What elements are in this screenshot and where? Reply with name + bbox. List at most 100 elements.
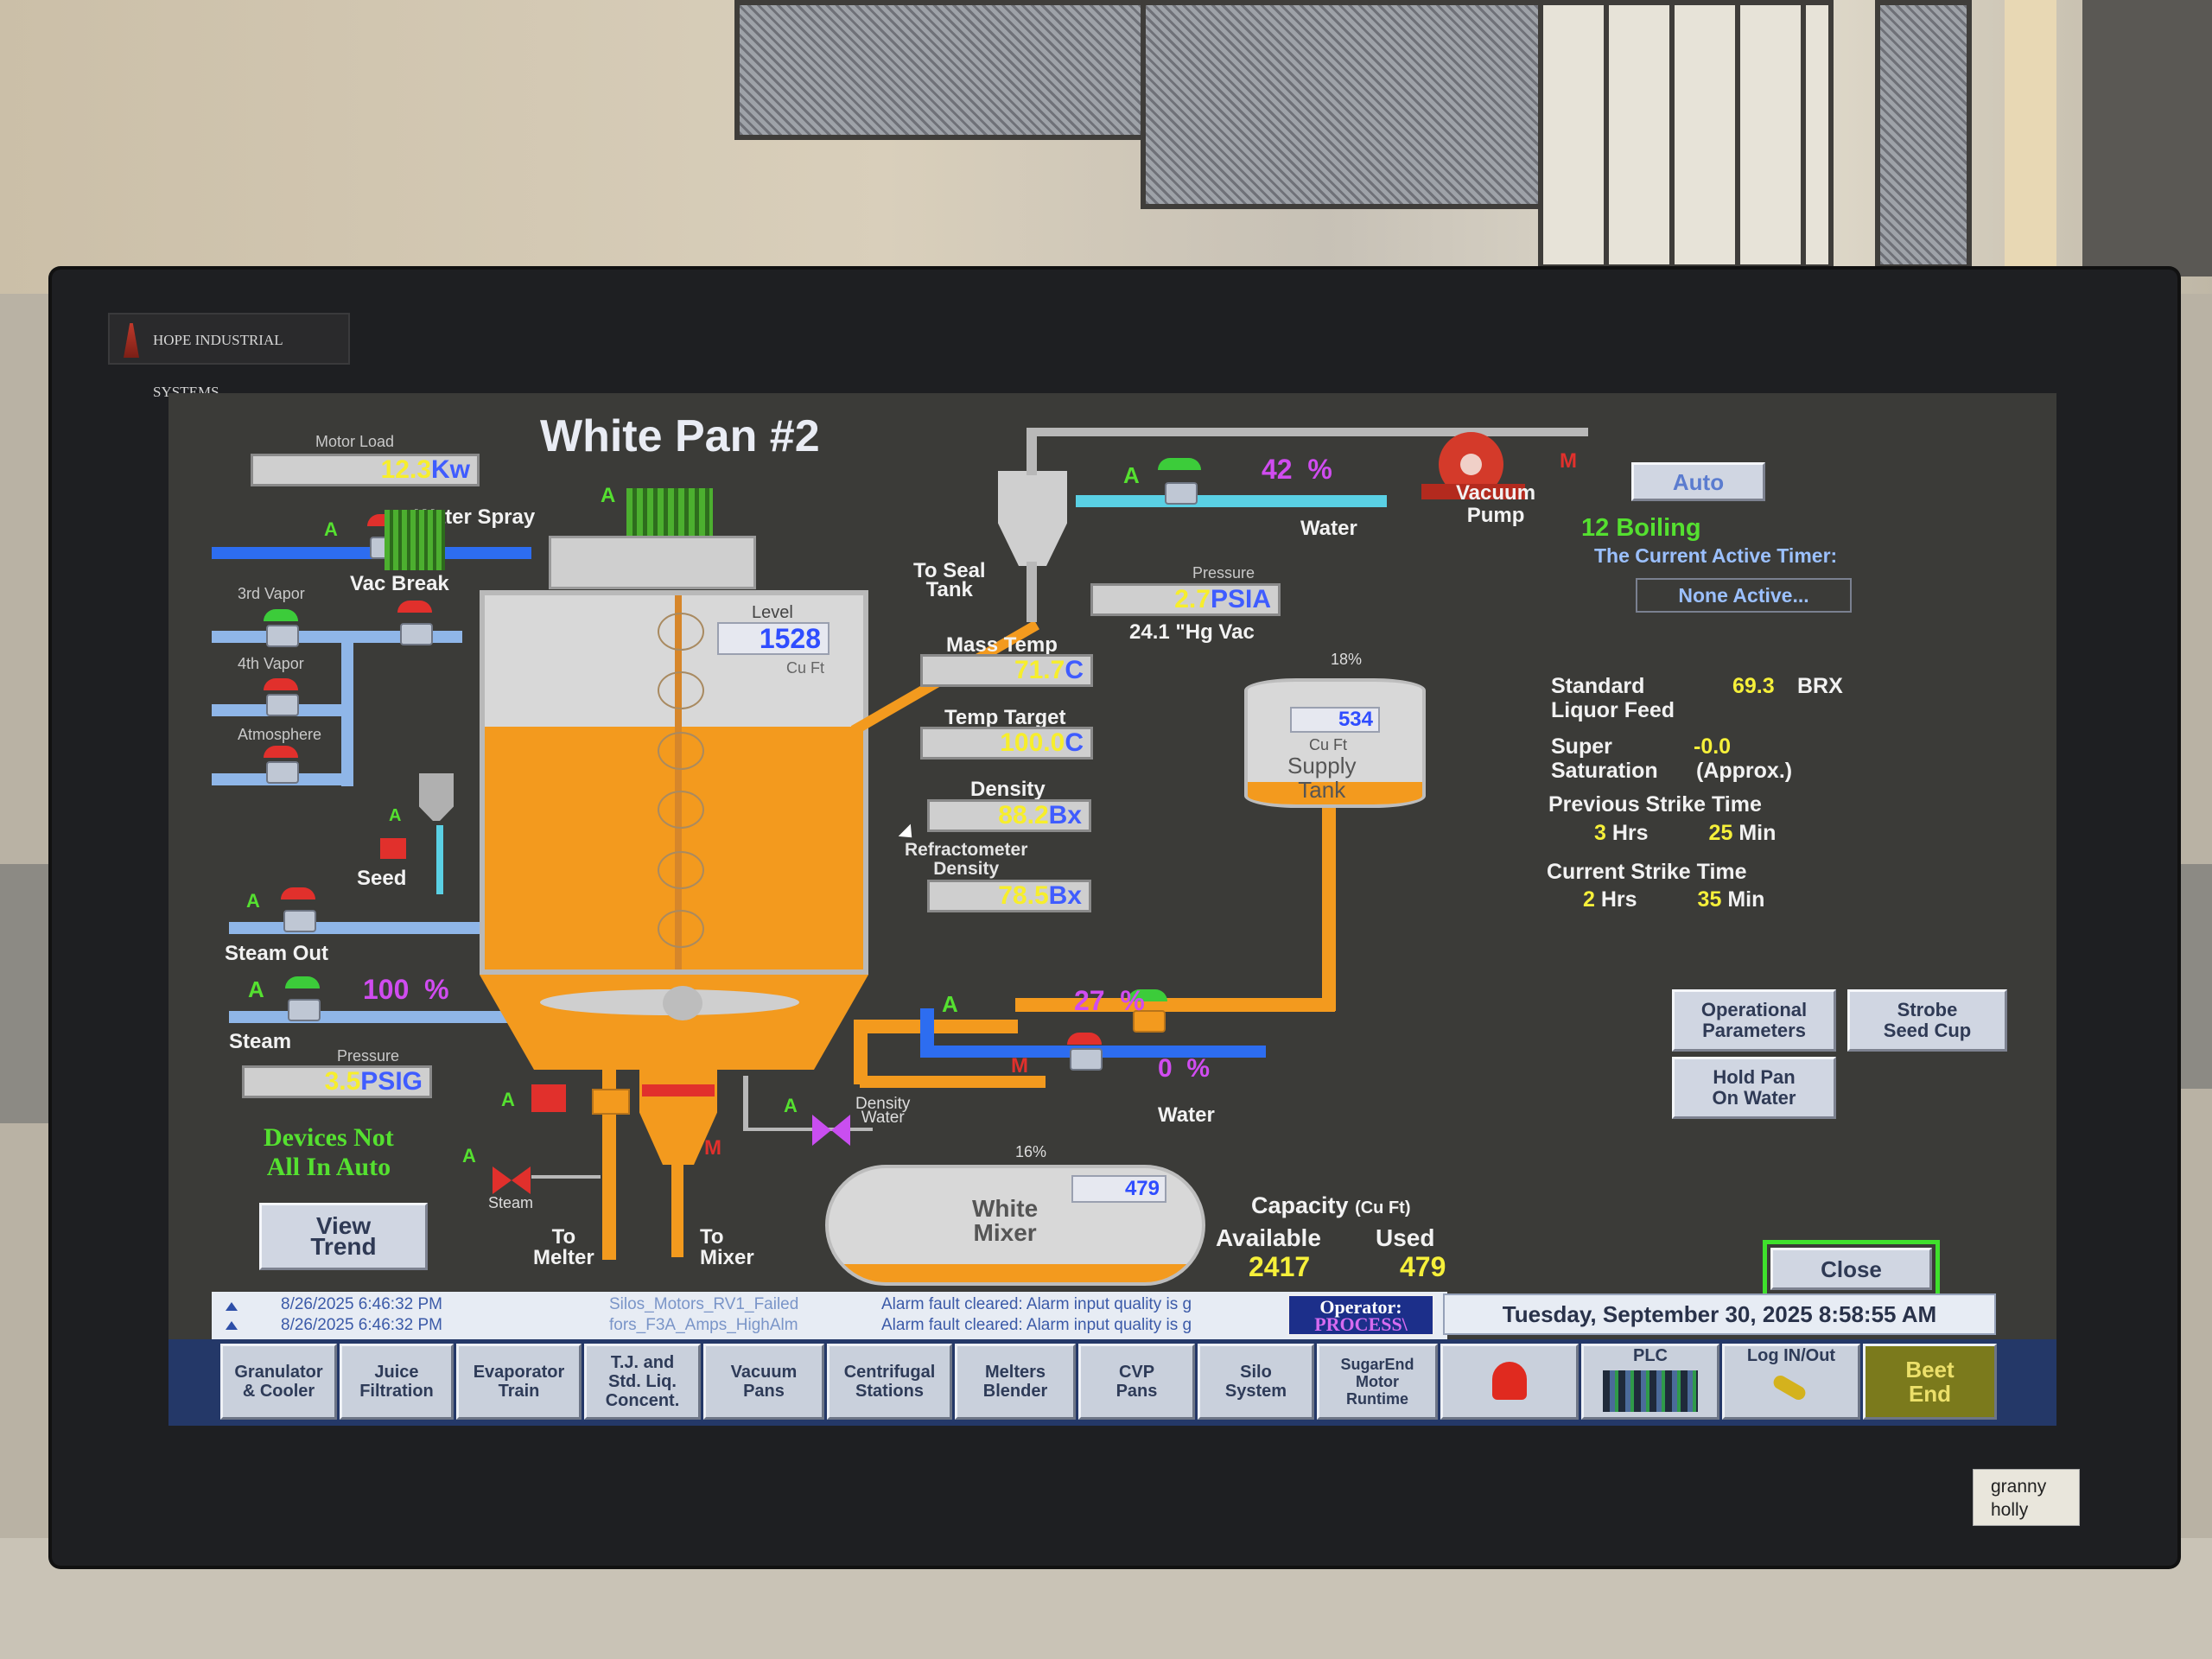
density-water-line: [743, 1128, 873, 1131]
alarm-message: Alarm fault cleared: Alarm input quality…: [881, 1295, 1192, 1313]
seed-actuator[interactable]: [380, 838, 406, 859]
vac-break-label: Vac Break: [350, 572, 449, 595]
alarm-banner[interactable]: 8/26/2025 6:46:32 PM Silos_Motors_RV1_Fa…: [212, 1292, 1447, 1339]
scroll-up-icon[interactable]: [226, 1302, 238, 1311]
seal-tank-leg: [1027, 562, 1037, 622]
nav-granulator-cooler[interactable]: Granulator& Cooler: [220, 1344, 337, 1420]
steam-small-valve[interactable]: [493, 1166, 531, 1194]
auto-mode-button[interactable]: Auto: [1631, 462, 1765, 501]
refractometer-readout: 78.5Bx: [927, 880, 1091, 912]
operator-box: Operator:PROCESS\: [1287, 1294, 1434, 1336]
water-feed-percent: 0 %: [1158, 1054, 1211, 1083]
manual-tag: M: [1011, 1054, 1028, 1077]
close-button-frame: Close: [1763, 1240, 1940, 1298]
mixer-level: [829, 1263, 1202, 1282]
vapor4-label: 4th Vapor: [238, 655, 304, 672]
water-top-label: Water: [1300, 517, 1357, 540]
white-mixer-tank: [825, 1165, 1205, 1286]
alarm-tag: Silos_Motors_RV1_Failed: [609, 1295, 799, 1313]
mixer-readout: 479: [1071, 1175, 1166, 1203]
steam-pipe: [229, 1011, 514, 1023]
water-top-pipe: [1076, 495, 1387, 507]
water-valve-percent: 42 %: [1262, 454, 1332, 485]
close-button[interactable]: Close: [1770, 1248, 1932, 1290]
melter-pipe: [602, 1070, 616, 1260]
mixer-percent: 16%: [1015, 1143, 1047, 1160]
column: [2082, 0, 2212, 276]
temp-target-readout[interactable]: 100.0C: [920, 727, 1093, 760]
level-readout: 1528: [717, 622, 830, 655]
feed-bottom: [942, 1076, 1046, 1088]
pan-pressure-readout: 2.7PSIA: [1090, 583, 1281, 616]
tube-circle: [658, 671, 704, 709]
plc-button[interactable]: PLC: [1581, 1344, 1719, 1420]
motor-load-label: Motor Load: [315, 433, 395, 450]
auto-tag: A: [248, 976, 264, 1002]
seed-pipe: [436, 825, 443, 894]
feed-pipe: [1015, 998, 1335, 1012]
date-time: Tuesday, September 30, 2025 8:58:55 AM: [1443, 1294, 1996, 1335]
vacuum-pump-icon[interactable]: [1421, 432, 1542, 505]
density-water-valve[interactable]: [812, 1115, 850, 1146]
melter-valve[interactable]: [592, 1089, 630, 1115]
capacity-label: Capacity (Cu Ft): [1251, 1192, 1411, 1218]
window: [1141, 0, 1548, 209]
agitator-shaft: [675, 595, 682, 969]
tube-circle: [658, 851, 704, 889]
alarm-bell-button[interactable]: [1440, 1344, 1579, 1420]
standard-liquor-value: 69.3: [1732, 674, 1775, 698]
used-value: 479: [1400, 1251, 1446, 1282]
mixer-gate[interactable]: [642, 1084, 715, 1096]
level-unit: Cu Ft: [786, 659, 825, 677]
steam-pressure-readout: 3.5PSIG: [242, 1065, 432, 1098]
auto-tag: A: [324, 518, 338, 540]
tube-circle: [658, 732, 704, 770]
atmosphere-label: Atmosphere: [238, 726, 322, 743]
brand-plate: HOPE INDUSTRIAL SYSTEMS: [108, 313, 350, 400]
steam-valve-percent: 100 %: [363, 974, 449, 1005]
scroll-up-icon[interactable]: [226, 1321, 238, 1330]
density-water-line: [743, 1076, 748, 1128]
available-label: Available: [1216, 1224, 1321, 1251]
feed-drop: [854, 1024, 868, 1084]
pan-dome: [549, 536, 756, 589]
window: [1875, 0, 1972, 270]
log-in-out-button[interactable]: Log IN/Out: [1722, 1344, 1860, 1420]
motor-load-readout: 12.3Kw: [251, 454, 480, 486]
auto-tag: A: [462, 1145, 476, 1166]
white-pan-vessel: [480, 590, 868, 975]
seed-hopper: [419, 773, 454, 821]
mass-temp-readout: 71.7C: [920, 654, 1093, 687]
feed-bottom: [860, 1076, 946, 1088]
melter-actuator[interactable]: [531, 1084, 566, 1112]
steam-pressure-label: Pressure: [337, 1047, 400, 1065]
hmi-screen: White Pan #2 Motor Load 12.3Kw Water Spr…: [168, 393, 2056, 1426]
auto-tag: A: [246, 890, 260, 912]
alarm-message: Alarm fault cleared: Alarm input quality…: [881, 1316, 1192, 1334]
mixer-pipe: [671, 1162, 683, 1257]
supply-tank-unit: Cu Ft: [1309, 736, 1348, 753]
key-icon: [1770, 1373, 1808, 1402]
